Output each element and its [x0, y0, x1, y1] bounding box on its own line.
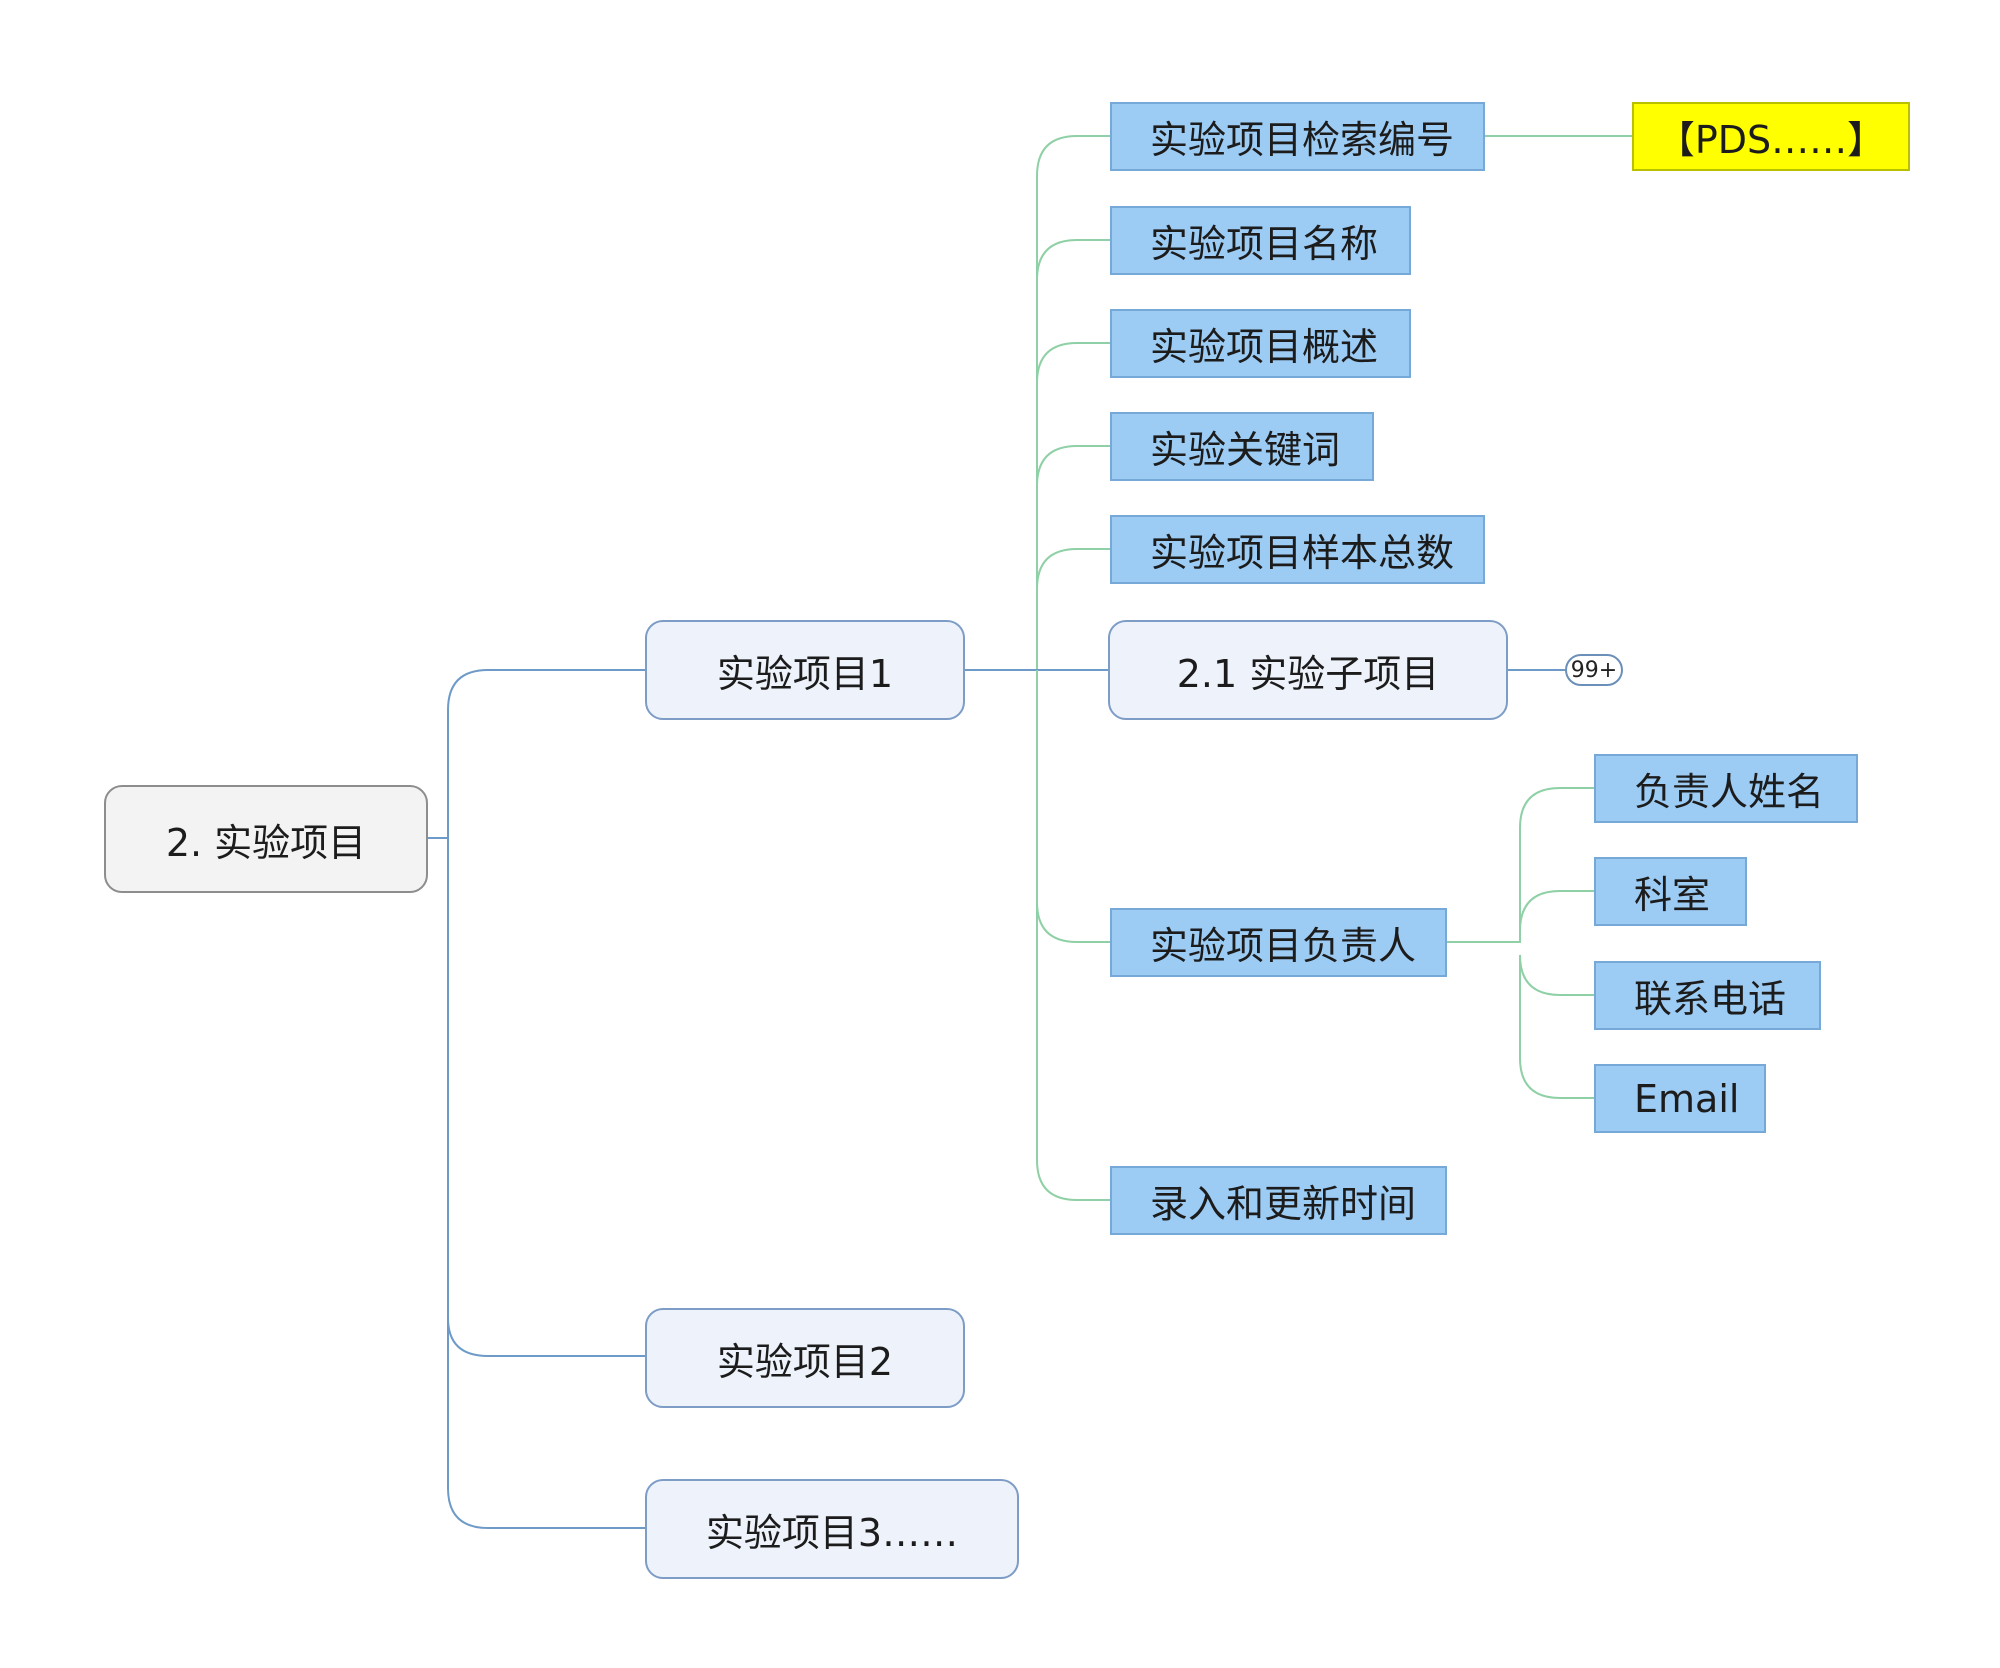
field-update-time[interactable]: 录入和更新时间: [1110, 1166, 1447, 1235]
connector-p1-time: [1036, 902, 1110, 1201]
project-node-3[interactable]: 实验项目3……: [645, 1479, 1019, 1579]
owner-field-email[interactable]: Email: [1594, 1064, 1766, 1133]
connector-root-project3: [447, 1318, 645, 1529]
collapsed-count-badge[interactable]: 99+: [1565, 654, 1623, 686]
field-sample-total[interactable]: 实验项目样本总数: [1110, 515, 1485, 584]
owner-field-name[interactable]: 负责人姓名: [1594, 754, 1858, 823]
connector-owner-name: [1447, 787, 1594, 943]
connector-p1-keywords: [1036, 445, 1110, 487]
connector-root-project1: [428, 669, 645, 839]
retrieval-id-value[interactable]: 【PDS……】: [1632, 102, 1910, 171]
field-project-overview[interactable]: 实验项目概述: [1110, 309, 1411, 378]
root-node[interactable]: 2. 实验项目: [104, 785, 428, 893]
owner-field-department[interactable]: 科室: [1594, 857, 1747, 926]
connector-owner-email: [1519, 955, 1594, 1099]
connector-p1-retrieval-id: [965, 135, 1110, 671]
connector-p1-sample-total: [1036, 548, 1110, 590]
connector-root-project2: [447, 838, 645, 1357]
connector-p1-owner: [1036, 670, 1110, 943]
connector-p1-overview: [1036, 342, 1110, 384]
field-keywords[interactable]: 实验关键词: [1110, 412, 1374, 481]
field-project-name[interactable]: 实验项目名称: [1110, 206, 1411, 275]
subproject-node[interactable]: 2.1 实验子项目: [1108, 620, 1508, 720]
field-project-owner[interactable]: 实验项目负责人: [1110, 908, 1447, 977]
connector-p1-name: [1036, 239, 1110, 281]
field-retrieval-id[interactable]: 实验项目检索编号: [1110, 102, 1485, 171]
connector-owner-dept: [1519, 890, 1594, 932]
project-node-1[interactable]: 实验项目1: [645, 620, 965, 720]
project-node-2[interactable]: 实验项目2: [645, 1308, 965, 1408]
connector-owner-phone: [1519, 954, 1594, 996]
owner-field-phone[interactable]: 联系电话: [1594, 961, 1821, 1030]
